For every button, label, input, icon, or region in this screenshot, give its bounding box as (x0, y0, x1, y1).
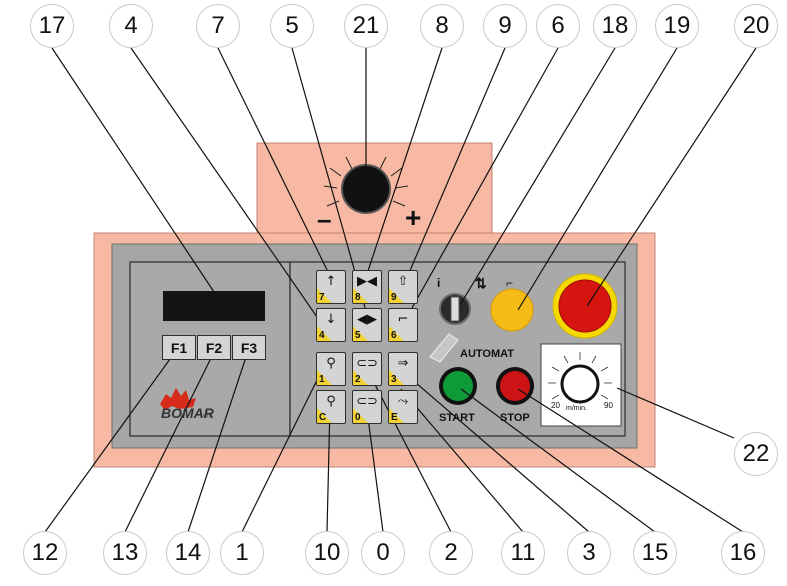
key-corner-mark (389, 288, 404, 303)
key-number: 5 (355, 330, 361, 341)
callout-bottom-10: 10 (305, 531, 349, 575)
stop-label: STOP (500, 412, 530, 424)
callout-bottom-11: 11 (501, 531, 545, 575)
key-symbol-icon: ↓ (325, 312, 337, 327)
key-corner-mark (317, 326, 332, 341)
speed-min-label: 20 (551, 401, 560, 410)
key-number: 7 (319, 292, 325, 303)
key-symbol-icon: ⚲ (326, 356, 336, 371)
key-4[interactable]: ↓4 (316, 308, 346, 342)
key-corner-mark (353, 408, 368, 423)
key-corner-mark (353, 370, 368, 385)
key-corner-mark (317, 288, 332, 303)
key-number: 8 (355, 292, 361, 303)
key-number: C (319, 412, 327, 423)
callout-bottom-2: 2 (429, 531, 473, 575)
key-7[interactable]: ↑7 (316, 270, 346, 304)
callout-bottom-12: 12 (23, 531, 67, 575)
key-corner-mark (353, 326, 368, 341)
key-corner-mark (389, 370, 404, 385)
speed-dial-rays (548, 352, 612, 400)
key-number: 0 (355, 412, 361, 423)
emergency-stop-button (558, 279, 612, 333)
f1-key[interactable]: F1 (162, 335, 196, 360)
key-symbol-icon: ◀▶ (357, 312, 377, 327)
key-9[interactable]: ⇧9 (388, 270, 418, 304)
key-symbol-icon: ⊂⊃ (356, 356, 378, 371)
key-corner-mark (389, 326, 404, 341)
key-number: 9 (391, 292, 397, 303)
callout-bottom-3: 3 (567, 531, 611, 575)
callout-bottom-1: 1 (220, 531, 264, 575)
key-3[interactable]: ⇒3 (388, 352, 418, 386)
stop-button (500, 371, 530, 401)
callout-top-4: 4 (109, 4, 153, 48)
key-symbol-icon: ⌐ (397, 312, 409, 327)
speed-unit-label: m/min. (566, 405, 587, 412)
key-number: 3 (391, 374, 397, 385)
auto-mode-mark: ⇅ (475, 275, 487, 291)
key-e[interactable]: ⤳E (388, 390, 418, 424)
automat-label: AUTOMAT (460, 348, 514, 360)
key-corner-mark (389, 408, 404, 423)
callout-top-9: 9 (483, 4, 527, 48)
key-shape (429, 333, 459, 363)
callout-top-7: 7 (196, 4, 240, 48)
key-symbol-icon: ↑ (325, 274, 337, 289)
key-corner-mark (353, 288, 368, 303)
key-number: E (391, 412, 398, 423)
f3-key[interactable]: F3 (232, 335, 266, 360)
start-label: START (439, 412, 475, 424)
brand-name: BOMAR (161, 405, 214, 421)
dial-plus-label: + (405, 202, 422, 233)
indicator-mark: ⌐ (506, 276, 514, 290)
dial-minus-label: – (317, 204, 332, 234)
callout-bottom-13: 13 (103, 531, 147, 575)
key-0[interactable]: ⊂⊃ 0 (352, 390, 382, 424)
key-corner-mark (317, 370, 332, 385)
manual-mode-mark: i (437, 276, 441, 290)
callout-bottom-0: 0 (361, 531, 405, 575)
key-number: 2 (355, 374, 361, 385)
key-2[interactable]: ⊂⊃ 2 (352, 352, 382, 386)
callout-top-5: 5 (270, 4, 314, 48)
key-1[interactable]: ⚲1 (316, 352, 346, 386)
indicator-lamp (490, 288, 534, 332)
key-6[interactable]: ⌐6 (388, 308, 418, 342)
key-symbol-icon: ⤳ (397, 394, 409, 409)
f2-key[interactable]: F2 (197, 335, 231, 360)
key-symbol-icon: ▶◀ (357, 274, 377, 289)
callout-top-20: 20 (734, 4, 778, 48)
key-symbol-icon: ⇧ (397, 274, 409, 289)
callout-bottom-16: 16 (721, 531, 765, 575)
callout-top-19: 19 (655, 4, 699, 48)
key-symbol-icon: ⚲ (326, 394, 336, 409)
key-number: 4 (319, 330, 325, 341)
key-8[interactable]: ▶◀ 8 (352, 270, 382, 304)
callout-top-6: 6 (536, 4, 580, 48)
speed-dial-knob (560, 364, 600, 404)
feed-dial-knob (341, 164, 391, 214)
lcd-display (163, 291, 265, 321)
key-5[interactable]: ◀▶ 5 (352, 308, 382, 342)
callout-top-18: 18 (593, 4, 637, 48)
leader-lines (44, 47, 757, 533)
brand-suffix: s.r.o. (203, 413, 214, 419)
key-symbol-icon: ⇒ (397, 356, 409, 371)
key-corner-mark (317, 408, 332, 423)
speed-max-label: 90 (604, 401, 613, 410)
start-button (443, 371, 473, 401)
key-number: 1 (319, 374, 325, 385)
brand-emblem (160, 388, 196, 410)
callout-bottom-15: 15 (633, 531, 677, 575)
callout-top-8: 8 (420, 4, 464, 48)
callout-top-21: 21 (344, 4, 388, 48)
key-symbol-icon: ⊂⊃ (356, 394, 378, 409)
callout-right-22: 22 (734, 432, 778, 476)
key-c[interactable]: ⚲C (316, 390, 346, 424)
key-number: 6 (391, 330, 397, 341)
callout-bottom-14: 14 (166, 531, 210, 575)
callout-top-17: 17 (30, 4, 74, 48)
